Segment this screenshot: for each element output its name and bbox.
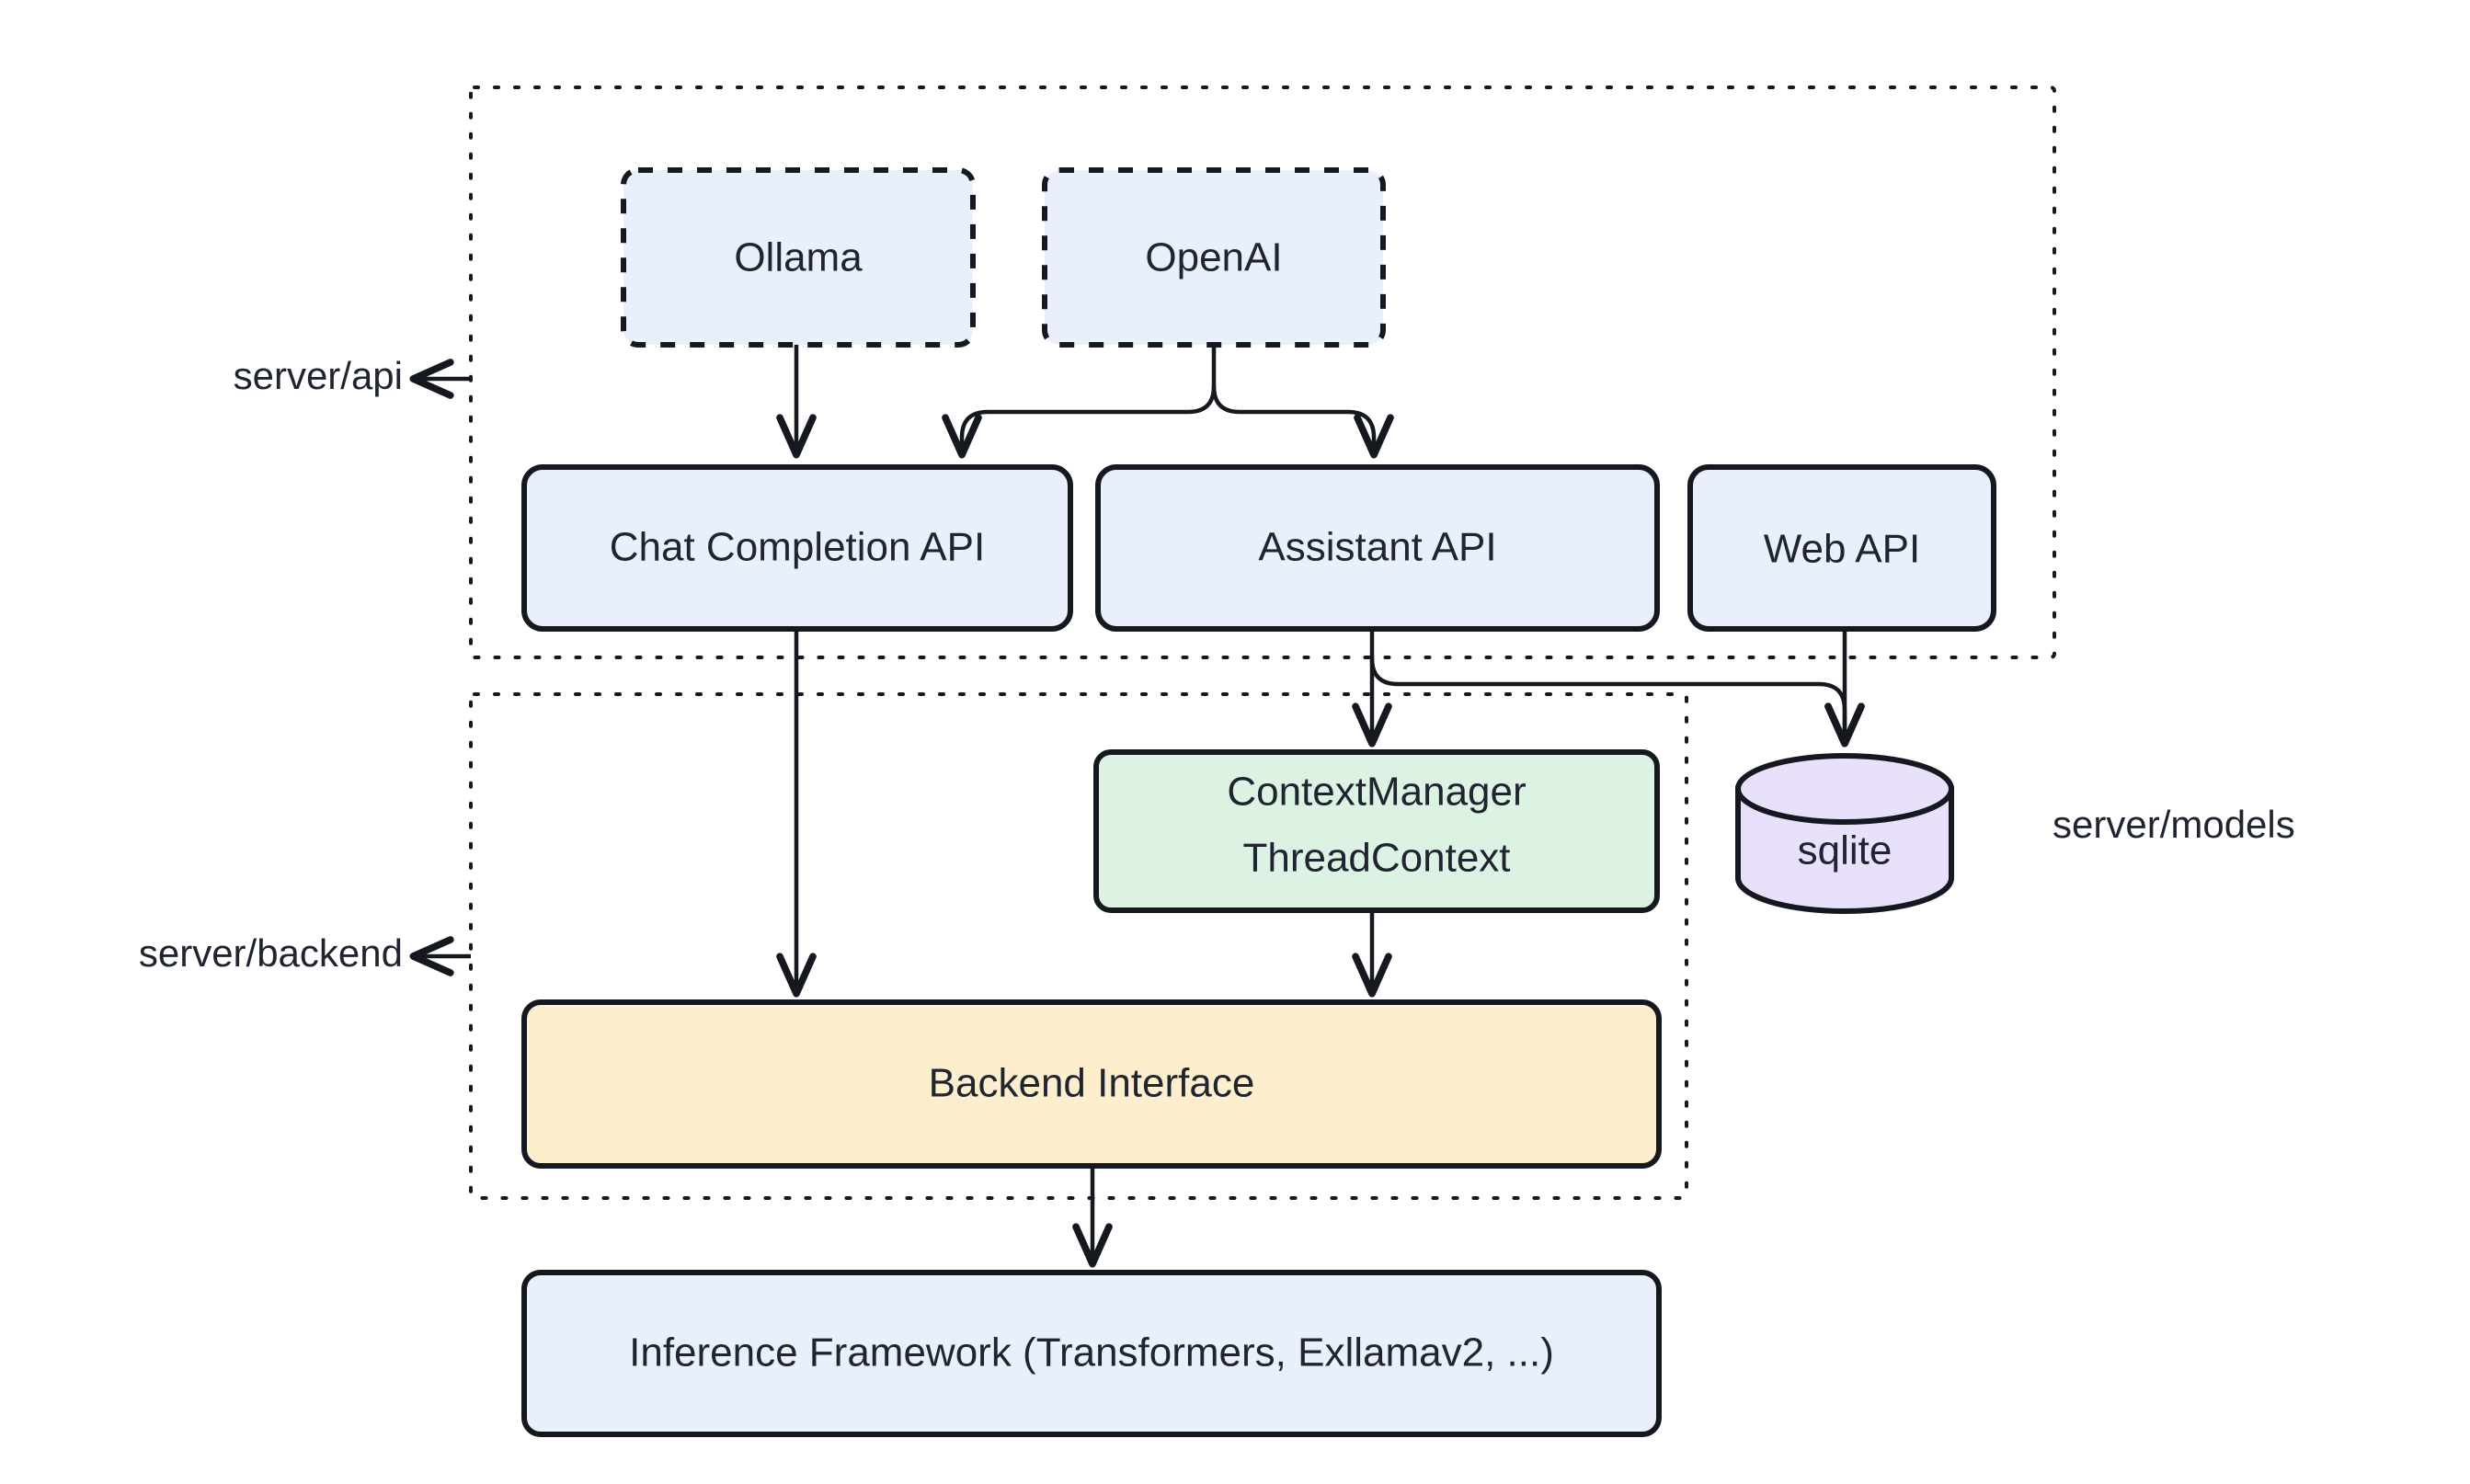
- node-assistant-api-label: Assistant API: [1258, 525, 1496, 570]
- node-backend-interface[interactable]: Backend Interface: [521, 999, 1662, 1169]
- node-backend-interface-shape: [521, 999, 1662, 1169]
- node-ollama-label: Ollama: [734, 235, 863, 280]
- node-backend-interface-label: Backend Interface: [929, 1061, 1255, 1106]
- node-context-manager-shape: [1093, 749, 1660, 913]
- node-assistant-api-shape: [1095, 464, 1660, 632]
- node-chat-completion-api-shape: [521, 464, 1073, 632]
- node-ollama[interactable]: Ollama: [621, 167, 976, 348]
- node-sqlite-label: sqlite: [1798, 828, 1893, 873]
- edge-assistant-api-to-sqlite: [1369, 657, 1865, 748]
- node-context-manager-label-line2: ThreadContext: [1242, 836, 1510, 881]
- node-context-manager-label-line1: ContextManager: [1227, 770, 1526, 815]
- group-label-server-backend: server/backend: [139, 931, 403, 975]
- group-container-server-api: [469, 86, 2056, 659]
- edge-openai-to-chat-completion-api: [942, 385, 1217, 459]
- node-openai-shape: [1042, 167, 1386, 348]
- node-inference-framework[interactable]: Inference Framework (Transformers, Exlla…: [521, 1270, 1662, 1437]
- node-openai-label: OpenAI: [1145, 235, 1282, 280]
- group-container-server-backend: [469, 692, 1688, 1200]
- node-chat-completion-api-label: Chat Completion API: [610, 525, 985, 570]
- node-sqlite-top: [1735, 753, 1954, 825]
- node-sqlite[interactable]: sqlite: [1735, 753, 1954, 914]
- node-assistant-api[interactable]: Assistant API: [1095, 464, 1660, 632]
- node-web-api[interactable]: Web API: [1687, 464, 1996, 632]
- node-openai[interactable]: OpenAI: [1042, 167, 1386, 348]
- node-ollama-shape: [621, 167, 976, 348]
- group-label-server-api: server/api: [234, 354, 403, 397]
- node-chat-completion-api[interactable]: Chat Completion API: [521, 464, 1073, 632]
- group-label-server-models: server/models: [2053, 803, 2295, 846]
- node-web-api-label: Web API: [1764, 527, 1920, 572]
- node-web-api-shape: [1687, 464, 1996, 632]
- node-inference-framework-label: Inference Framework (Transformers, Exlla…: [629, 1330, 1554, 1376]
- node-context-manager[interactable]: ContextManager ThreadContext: [1093, 749, 1660, 913]
- node-inference-framework-shape: [521, 1270, 1662, 1437]
- edge-openai-to-assistant-api: [1211, 385, 1394, 459]
